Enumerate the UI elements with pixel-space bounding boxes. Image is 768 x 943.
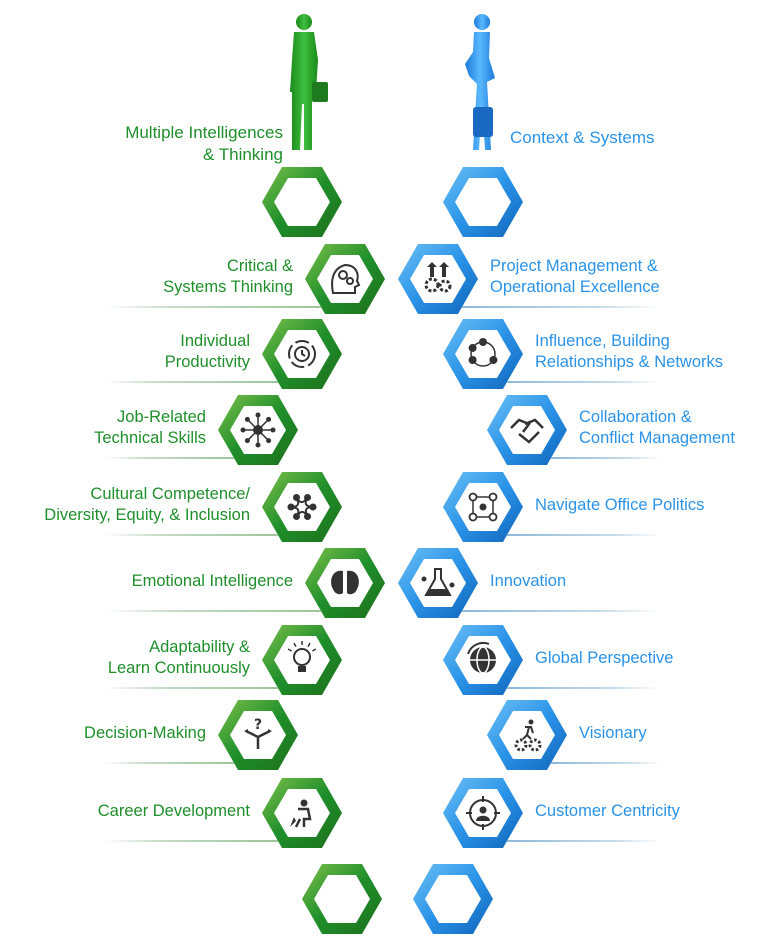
- left-label-6: Adaptability & Learn Continuously: [107, 638, 250, 677]
- left-hex-4: [262, 472, 342, 542]
- right-label-5: Innovation: [490, 571, 567, 590]
- empty-hex-green-top: [262, 167, 342, 237]
- right-hex-3: [487, 395, 567, 465]
- left-underline-3: [105, 457, 234, 459]
- man-silhouette: [290, 14, 328, 150]
- left-hex-6: [262, 625, 342, 695]
- left-label-7: Decision-Making: [84, 723, 206, 742]
- left-underline-2: [105, 381, 278, 383]
- right-hex-1: [398, 244, 478, 314]
- right-underline-4: [507, 534, 660, 536]
- left-label-8: Career Development: [97, 801, 250, 820]
- right-underline-2: [507, 381, 660, 383]
- right-hex-6: [443, 625, 523, 695]
- runner-gears-icon: [514, 719, 542, 752]
- empty-hex-green-bottom: [302, 864, 382, 934]
- empty-hex-blue-bottom: [413, 864, 493, 934]
- right-label-6: Global Perspective: [535, 648, 674, 667]
- brain-icon: [331, 570, 359, 595]
- left-hex-1: [305, 244, 385, 314]
- lightbulb-icon: [287, 641, 317, 672]
- target-person-icon: [466, 796, 500, 830]
- right-underline-8: [507, 840, 660, 842]
- right-underline-1: [462, 306, 660, 308]
- left-label-1: Critical & Systems Thinking: [163, 257, 293, 296]
- left-underline-1: [105, 306, 321, 308]
- left-underline-5: [105, 610, 321, 612]
- right-underline-7: [551, 762, 660, 764]
- left-hex-2: [262, 319, 342, 389]
- right-hex-4: [443, 472, 523, 542]
- right-label-2: Influence, Building Relationships & Netw…: [535, 332, 723, 371]
- rocket-person-icon: [290, 799, 312, 828]
- left-label-4: Cultural Competence/ Diversity, Equity, …: [44, 485, 250, 524]
- left-underline-4: [105, 534, 278, 536]
- left-title: Multiple Intelligences & Thinking: [125, 123, 283, 164]
- woman-silhouette: [465, 14, 495, 150]
- right-underline-6: [507, 687, 660, 689]
- left-label-3: Job-Related Technical Skills: [94, 408, 206, 447]
- right-label-7: Visionary: [579, 723, 647, 742]
- svg-text:?: ?: [254, 717, 262, 733]
- right-label-1: Project Management & Operational Excelle…: [490, 257, 660, 296]
- right-hex-8: [443, 778, 523, 848]
- left-label-5: Emotional Intelligence: [131, 571, 293, 590]
- right-underline-5: [462, 610, 660, 612]
- right-hex-7: [487, 700, 567, 770]
- flask-icon: [421, 568, 455, 596]
- left-underline-8: [105, 840, 278, 842]
- left-hex-7: ?: [218, 700, 298, 770]
- gears-arrows-icon: [424, 262, 452, 293]
- left-label-2: Individual Productivity: [164, 332, 250, 371]
- right-hex-5: [398, 548, 478, 618]
- right-label-3: Collaboration & Conflict Management: [579, 408, 735, 447]
- left-underline-6: [105, 687, 278, 689]
- right-label-4: Navigate Office Politics: [535, 495, 705, 514]
- right-label-8: Customer Centricity: [535, 801, 680, 820]
- crossroads-question-icon: ?: [244, 717, 272, 749]
- people-network-icon: [468, 338, 498, 367]
- org-people-icon: [468, 492, 498, 522]
- right-underline-3: [551, 457, 660, 459]
- clock-cycle-icon: [288, 340, 316, 368]
- network-hub-icon: [240, 412, 276, 448]
- left-hex-3: [218, 395, 298, 465]
- diversity-circle-icon: [287, 493, 317, 521]
- left-hex-5: [305, 548, 385, 618]
- left-underline-7: [105, 762, 234, 764]
- head-gears-icon: [331, 263, 361, 294]
- right-hex-2: [443, 319, 523, 389]
- right-title: Context & Systems: [510, 128, 655, 147]
- handshake-icon: [510, 418, 544, 444]
- globe-icon: [467, 641, 496, 674]
- empty-hex-blue-top: [443, 167, 523, 237]
- left-hex-8: [262, 778, 342, 848]
